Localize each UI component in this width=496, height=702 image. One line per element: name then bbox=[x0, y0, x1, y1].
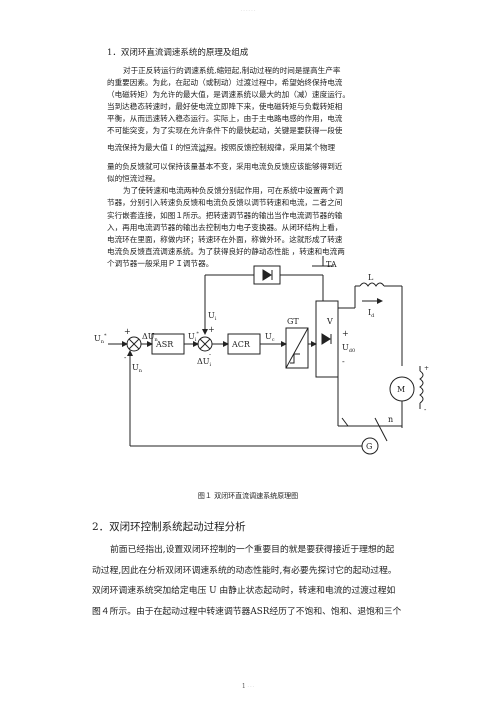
ui-label: Ui bbox=[208, 311, 217, 322]
diode-symbol-v bbox=[321, 333, 331, 345]
m-label: M bbox=[397, 385, 405, 394]
minus-sign-field: - bbox=[424, 406, 427, 414]
paragraph-line: 不可能突变，为了实现在允许条件下的最快起动，关键是要获得一段使 bbox=[107, 126, 343, 136]
v-converter-block bbox=[315, 300, 339, 378]
page-header-mark: - - - - - - bbox=[240, 8, 256, 13]
paragraph-line: 电流负反馈直流调速系统。为了获得良好的静动态性能 ，转速和电流两 bbox=[107, 246, 345, 256]
paragraph-line: 入，再用电流调节器的输出去控制电力电子变换器。从闭环结构上看， bbox=[107, 222, 343, 232]
section1-paragraph: 对于正反转运行的调速系统,缩短起,制动过程的时间是提高生产率 的重要因素。为此，… bbox=[107, 65, 407, 270]
paragraph-line: 电流环在里面，称做内环；转速环在外面，称做外环。这就形成了转速 bbox=[107, 234, 343, 244]
paragraph-line: 对于正反转运行的调速系统,缩短起,制动过程的时间是提高生产率 bbox=[123, 66, 341, 75]
paragraph-line: 似的恒流过程。 bbox=[107, 174, 161, 184]
page-number: 1 - - - bbox=[241, 683, 255, 690]
asr-label: ASR bbox=[155, 340, 174, 349]
gt-trigger-block bbox=[285, 327, 309, 369]
delta-un-label: ΔUn bbox=[142, 332, 159, 343]
uc-label: Uc bbox=[265, 332, 275, 343]
paragraph-line: 实行嵌套连接，如图１所示。把转速调节器的输出当作电流调节器的输 bbox=[107, 210, 343, 220]
plus-sign-ud0: + bbox=[342, 329, 349, 338]
g-label: G bbox=[366, 442, 372, 451]
idm-subscript: dm bbox=[199, 148, 207, 155]
inductor-l bbox=[359, 282, 385, 287]
paragraph-line: 动过程,因此在分析双闭环调速系统的动态性能时,有必要先探讨它的起动过程。 bbox=[92, 565, 397, 576]
current-feedback-rectifier-box bbox=[253, 265, 281, 285]
field-winding bbox=[419, 370, 424, 404]
plus-sign-field: + bbox=[424, 365, 429, 372]
figure-caption: 图１ 双闭环直流调速系统原理图 bbox=[197, 492, 299, 500]
paragraph-line: 个调节器一般采用ＰＩ调节器。 bbox=[107, 258, 214, 268]
paragraph-line: 前面已经指出,设置双闭环控制的一个重要目的就是要获得接近于理想的起 bbox=[110, 545, 395, 555]
paragraph-line: 节器，分别引入转速负反馈和电流负反馈以调节转速和电流，二者之间 bbox=[107, 198, 343, 208]
n-label: n bbox=[388, 415, 393, 424]
paragraph-line: （电磁转矩）为允许的最大值，是调速系统以最大的加（减）速度运行。 bbox=[107, 90, 350, 100]
section2-heading: 2．双闭环控制系统起动过程分析 bbox=[92, 521, 246, 533]
paragraph-line: 平衡，从而迅速转入稳态运行。实际上，由于主电路电感的作用，电流 bbox=[107, 114, 343, 124]
plus-sign-speed: + bbox=[124, 327, 131, 336]
section1-heading: 1．双闭环直流调速系统的原理及组成 bbox=[107, 48, 249, 58]
control-system-diagram: TA L Id GT V Ui + Un* + ΔUn ASR Ui* ACR … bbox=[94, 256, 429, 455]
gt-label: GT bbox=[287, 317, 299, 326]
plus-sign-current: + bbox=[208, 325, 215, 334]
un-star-label: Un* bbox=[94, 333, 107, 345]
v-label: V bbox=[326, 317, 333, 326]
paragraph-line: 量的负反馈就可以保持该量基本不变，采用电流负反馈应该能够得到近 bbox=[107, 162, 343, 172]
paragraph-line: 为了使转速和电流两种负反馈分别起作用，可在系统中设置两个调 bbox=[123, 186, 344, 196]
id-label: Id bbox=[368, 308, 375, 319]
section2-paragraph: 前面已经指出,设置双闭环控制的一个重要目的就是要获得接近于理想的起 动过程,因此… bbox=[92, 540, 422, 622]
delta-ui-label: ΔUi bbox=[197, 357, 212, 368]
minus-sign-speed: - bbox=[124, 354, 127, 362]
paragraph-line: 双闭环调速系统突加给定电压 U 由静止状态起动时，转速和电流的过渡过程如 bbox=[92, 586, 396, 596]
ta-label: TA bbox=[326, 260, 337, 269]
paragraph-line: 当到达稳态转速时，最好使电流立即降下来，使电磁转矩与负载转矩相 bbox=[107, 102, 343, 112]
ui-star-label: Ui* bbox=[188, 331, 199, 343]
paragraph-line: 图４所示。由于在起动过程中转速调节器ASR经历了不饱和、饱和、退饱和三个 bbox=[92, 606, 402, 617]
un-feedback-label: Un bbox=[132, 363, 143, 374]
paragraph-line: 的重要因素。为此，在起动（或制动）过渡过程中，希望始终保持电流 bbox=[107, 78, 343, 88]
ud0-label: Ud0 bbox=[342, 343, 355, 354]
paragraph-line: 电流保持为最大值 I 的恒流过程。按照反馈控制规律，采用某个物理dm bbox=[107, 142, 336, 155]
acr-label: ACR bbox=[231, 340, 251, 349]
minus-sign-current: - bbox=[209, 351, 211, 358]
minus-sign-ud0: - bbox=[342, 357, 345, 366]
diode-symbol-top bbox=[262, 269, 272, 281]
l-label: L bbox=[368, 273, 374, 282]
